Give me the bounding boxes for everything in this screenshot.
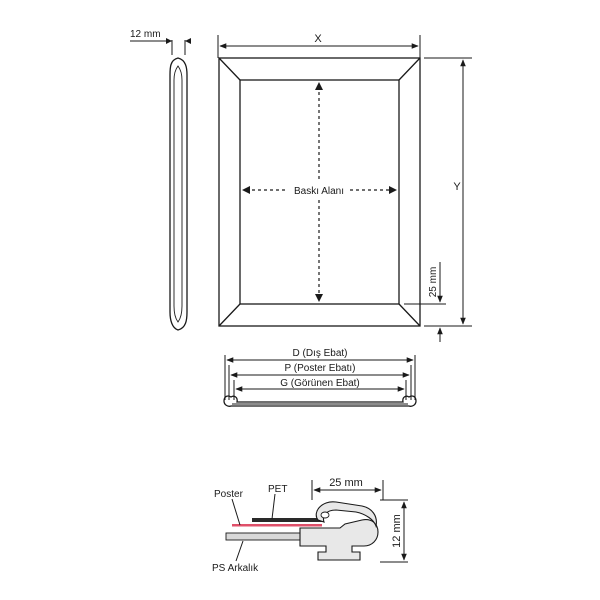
poster-size-label: P (Poster Ebatı)	[285, 363, 356, 374]
ps-backing-label: PS Arkalık	[212, 563, 259, 574]
frame-outer-edge	[218, 57, 421, 327]
height-label: Y	[453, 181, 461, 193]
width-label: X	[314, 33, 322, 45]
poster-layer	[232, 524, 322, 527]
visible-size-label: G (Görünen Ebat)	[280, 378, 359, 389]
print-area-arrow-right	[389, 186, 397, 194]
ps-leader	[235, 540, 244, 562]
side-profile-view: 12 mm	[130, 29, 191, 331]
frame-corner-br	[398, 303, 421, 327]
frame-corner-bl	[218, 303, 241, 327]
profile-width-label: 25 mm	[329, 477, 363, 489]
outer-size-label: D (Dış Ebat)	[292, 348, 347, 359]
poster-leader	[231, 498, 241, 526]
poster-label: Poster	[214, 489, 244, 500]
snap-hinge	[320, 511, 330, 519]
edge-view: D (Dış Ebat) P (Poster Ebatı) G (Görünen…	[223, 348, 417, 407]
pet-label: PET	[268, 484, 287, 495]
pet-layer	[252, 518, 324, 522]
frame-corner-tr	[398, 57, 421, 81]
pet-leader	[271, 493, 276, 520]
side-dim-arrow-right	[185, 38, 191, 44]
print-area-label: Baskı Alanı	[294, 186, 344, 197]
edge-profile-outline	[223, 395, 417, 407]
side-profile-outer	[169, 57, 188, 331]
side-profile-inner	[173, 65, 183, 323]
side-thickness-label: 12 mm	[130, 29, 161, 40]
front-frame-view: X Baskı Alanı Y 25 mm	[217, 33, 472, 342]
print-area-arrow-left	[242, 186, 250, 194]
print-area-arrow-down	[315, 294, 323, 302]
profile-height-label: 12 mm	[391, 514, 403, 548]
cross-section-view: 25 mm 12 mm Poster PET PS Arkalık	[212, 477, 408, 574]
border-width-label: 25 mm	[428, 267, 439, 298]
aluminium-profile	[299, 519, 379, 561]
frame-inner-edge	[239, 79, 400, 305]
side-dim-arrow-left	[166, 38, 172, 44]
print-area-arrow-up	[315, 82, 323, 90]
frame-corner-tl	[218, 57, 241, 81]
